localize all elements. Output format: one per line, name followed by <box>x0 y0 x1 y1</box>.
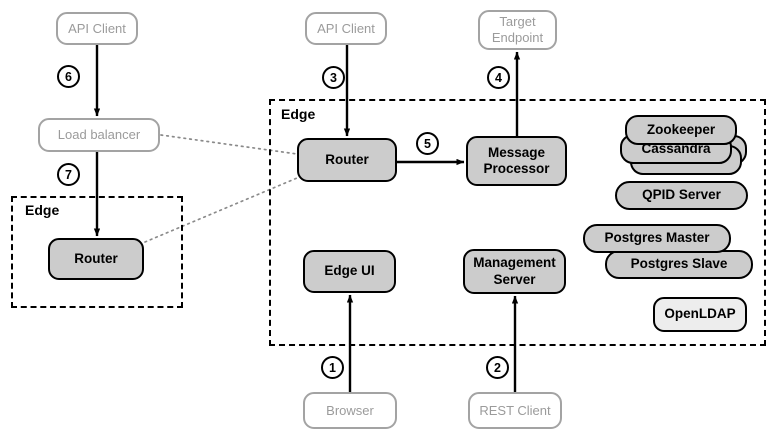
step-marker-label: 2 <box>494 360 501 375</box>
step-marker-label: 5 <box>424 136 431 151</box>
node-label: Management Server <box>473 255 556 287</box>
node-label: API Client <box>317 20 375 36</box>
step-marker-2: 2 <box>486 356 509 379</box>
node-label: API Client <box>68 20 126 36</box>
node-management-server[interactable]: Management Server <box>463 249 566 294</box>
node-label: OpenLDAP <box>664 306 736 322</box>
node-label: Postgres Master <box>604 230 710 246</box>
step-marker-label: 6 <box>65 69 72 84</box>
node-message-processor[interactable]: Message Processor <box>466 136 567 186</box>
node-router-center[interactable]: Router <box>297 138 397 182</box>
node-browser[interactable]: Browser <box>303 392 397 429</box>
node-label: Load balancer <box>57 127 141 143</box>
edge-zone-left <box>11 196 183 308</box>
node-edge-ui[interactable]: Edge UI <box>303 250 396 293</box>
node-zookeeper[interactable]: Zookeeper <box>625 115 737 145</box>
node-label: Router <box>325 151 369 167</box>
node-qpid-server[interactable]: QPID Server <box>615 181 748 210</box>
node-api-client-left[interactable]: API Client <box>56 12 138 45</box>
edge-zone-right-label: Edge <box>281 106 316 122</box>
node-openldap[interactable]: OpenLDAP <box>653 297 747 332</box>
node-label: Target Endpoint <box>491 14 544 45</box>
step-marker-3: 3 <box>322 66 345 89</box>
step-marker-label: 1 <box>329 360 336 375</box>
step-marker-7: 7 <box>57 163 80 186</box>
node-label: Zookeeper <box>646 121 716 137</box>
conn-lb-to-router-center <box>160 134 298 155</box>
step-marker-label: 4 <box>495 70 502 85</box>
step-marker-4: 4 <box>487 66 510 89</box>
step-marker-5: 5 <box>416 132 439 155</box>
node-postgres-slave[interactable]: Postgres Slave <box>605 250 753 279</box>
node-router-left[interactable]: Router <box>48 238 144 280</box>
node-label: Browser <box>326 402 374 418</box>
node-load-balancer[interactable]: Load balancer <box>38 118 160 152</box>
node-api-client-center[interactable]: API Client <box>305 12 387 45</box>
step-marker-label: 3 <box>330 70 337 85</box>
step-marker-1: 1 <box>321 356 344 379</box>
node-label: Postgres Slave <box>630 256 728 272</box>
edge-zone-right <box>269 99 766 346</box>
edge-zone-left-label: Edge <box>25 202 60 218</box>
step-marker-6: 6 <box>57 65 80 88</box>
node-label: QPID Server <box>642 187 721 203</box>
node-label: Edge UI <box>324 263 375 279</box>
node-label: Message Processor <box>483 144 550 176</box>
step-marker-label: 7 <box>65 167 72 182</box>
node-target-endpoint[interactable]: Target Endpoint <box>478 10 557 50</box>
node-label: REST Client <box>479 402 551 418</box>
node-rest-client[interactable]: REST Client <box>468 392 562 429</box>
node-postgres-master[interactable]: Postgres Master <box>583 224 731 253</box>
conn-router-left-to-router-center <box>144 177 298 243</box>
node-label: Router <box>74 250 118 266</box>
